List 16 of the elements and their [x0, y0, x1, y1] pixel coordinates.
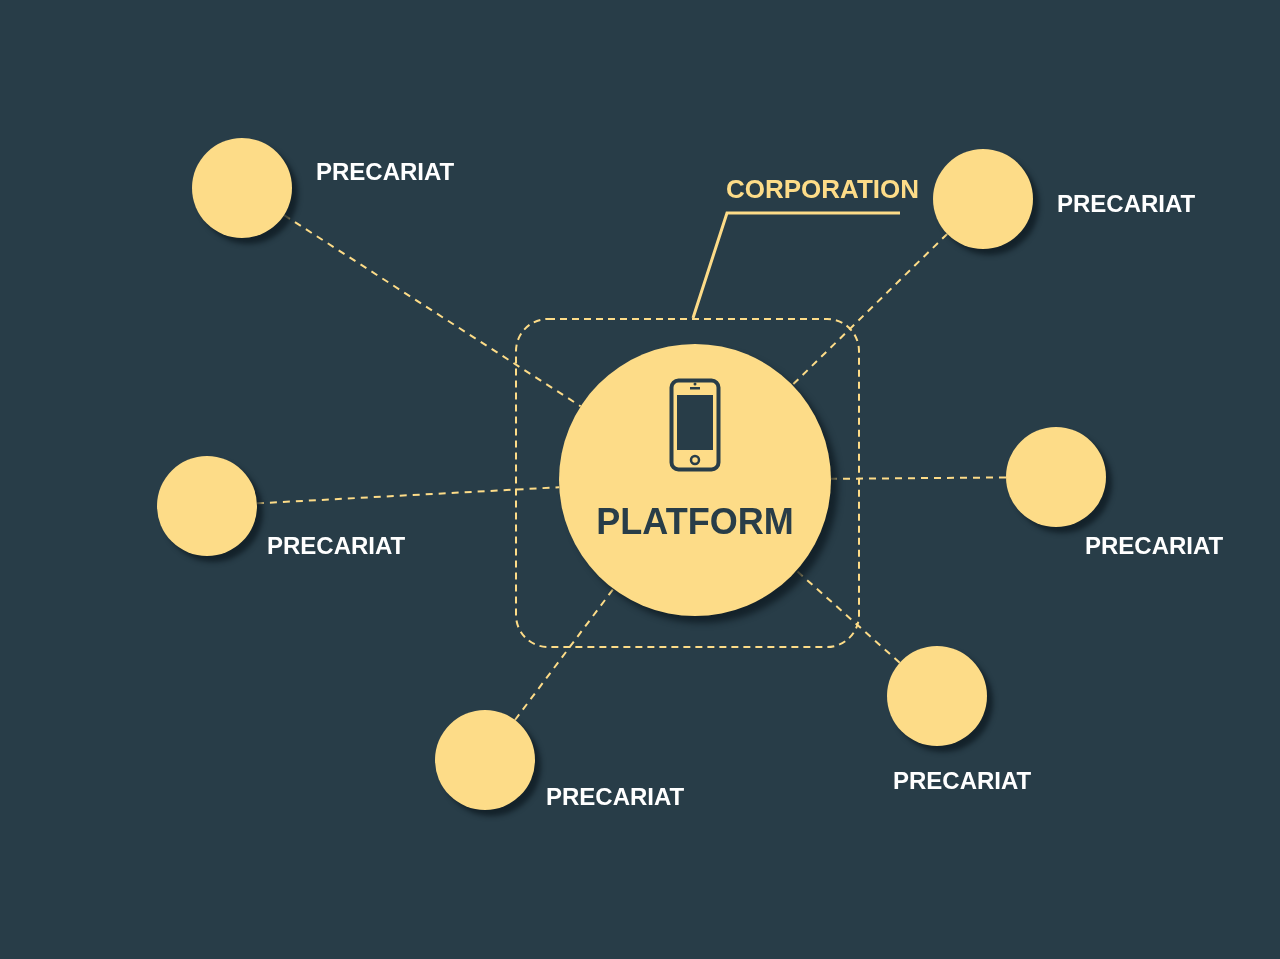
node-label: CORPORATION: [726, 176, 920, 202]
dashed-connector: [255, 486, 561, 505]
dashed-boundary: [515, 318, 860, 648]
node-label: PRECARIAT: [267, 534, 406, 558]
node-label: PRECARIAT: [546, 785, 685, 809]
dashed-connector: [791, 232, 949, 386]
node-label: PRECARIAT: [316, 160, 455, 184]
dashed-connector: [795, 569, 901, 664]
node-label: PRECARIAT: [1085, 534, 1224, 558]
node-label: PLATFORM: [595, 504, 795, 540]
node-label: PRECARIAT: [893, 769, 1032, 793]
dashed-connector: [514, 587, 615, 721]
leader-line: [691, 211, 900, 319]
dashed-connector: [283, 214, 582, 408]
node-label: PRECARIAT: [1057, 192, 1196, 216]
dashed-connector: [830, 476, 1007, 480]
